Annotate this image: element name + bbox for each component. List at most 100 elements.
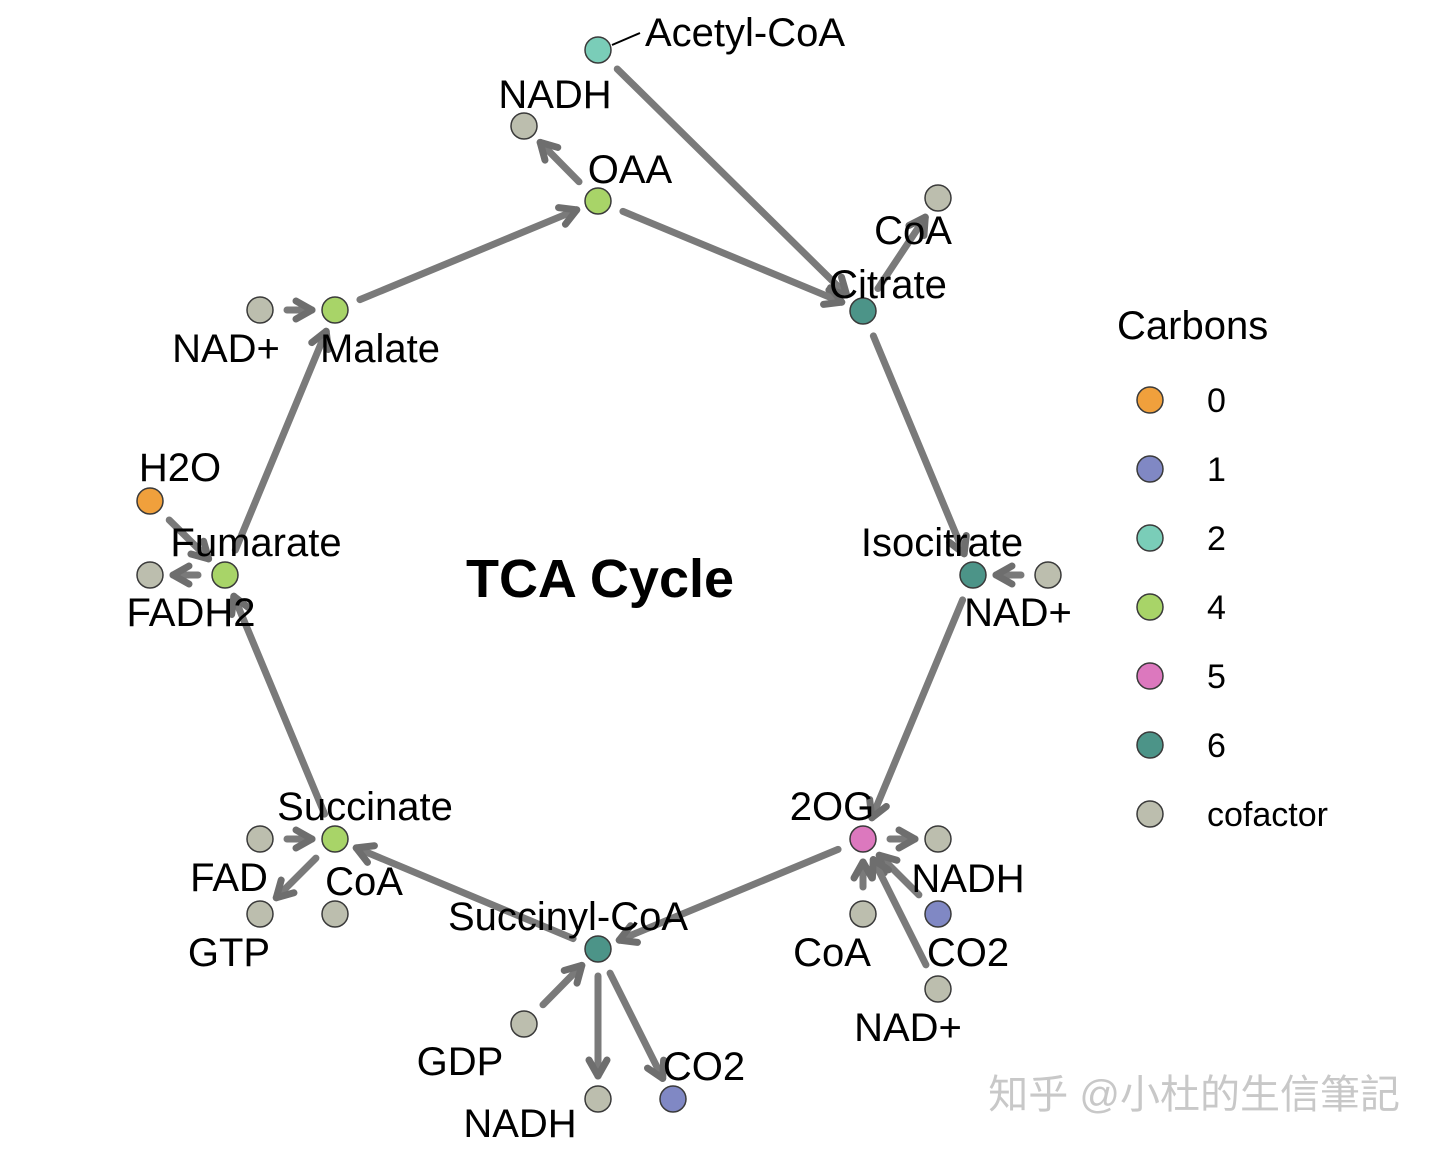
node-succinate [321, 825, 349, 853]
edge-fumarate-to-fadh2 [169, 562, 202, 588]
edge-fad-to-succinate [283, 826, 316, 852]
node-gtp [246, 900, 274, 928]
node-label-oaa: OAA [588, 148, 673, 192]
legend-title: Carbons [1117, 304, 1268, 348]
edge-succinate-to-gtp [272, 854, 320, 902]
arrowhead [585, 1056, 611, 1080]
node-nadh-top [510, 112, 538, 140]
arrowhead [560, 961, 586, 987]
node-label-co2-2og: CO2 [927, 931, 1009, 975]
edge-succinyl-coa-to-succinate [352, 842, 577, 943]
watermark: 知乎 @小杜的生信筆記 [988, 1073, 1400, 1117]
node-label-acetyl-coa: Acetyl-CoA [645, 11, 845, 55]
edge-oaa-to-citrate [619, 207, 846, 308]
node-nad-2og [924, 975, 952, 1003]
arrowhead [868, 856, 892, 882]
edge-line [231, 327, 330, 554]
edge-citrate-to-coa-citrate [874, 213, 929, 293]
legend-key-cofactor [1136, 800, 1164, 828]
legend-label-4: 4 [1207, 589, 1226, 627]
node-coa-citrate [924, 184, 952, 212]
edge-line [869, 332, 968, 558]
edge-line [539, 961, 586, 1009]
arrowhead [169, 562, 193, 588]
node-label-nad-isocitrate: NAD+ [964, 591, 1072, 635]
edge-line [352, 844, 577, 943]
edge-line [536, 138, 583, 186]
legend-key-2 [1136, 524, 1164, 552]
legend-label-cofactor: cofactor [1207, 796, 1328, 834]
edge-2og-to-nadh-2og [886, 826, 919, 852]
diagram-title: TCA Cycle [466, 549, 734, 609]
legend-label-6: 6 [1207, 727, 1226, 765]
node-nad-malate [246, 296, 274, 324]
node-succinyl-coa [584, 935, 612, 963]
node-2og [849, 825, 877, 853]
node-co2-bottom [659, 1085, 687, 1113]
arrowhead [615, 922, 641, 946]
node-nadh-2og [924, 825, 952, 853]
acetyl-coa-leader-line [611, 32, 641, 46]
node-label-h2o: H2O [139, 446, 221, 490]
legend-key-6 [1136, 731, 1164, 759]
node-isocitrate [959, 561, 987, 589]
edge-nad-isocitrate-to-isocitrate [992, 562, 1025, 588]
arrowhead [272, 876, 298, 902]
edge-line [613, 65, 851, 299]
arrowhead [536, 138, 562, 164]
edge-coa-2og-to-2og [850, 858, 876, 891]
legend-label-1: 1 [1207, 451, 1226, 489]
node-fad [246, 825, 274, 853]
edge-oaa-to-nadh-top [536, 138, 583, 186]
legend-key-5 [1136, 662, 1164, 690]
node-coa-2og [849, 900, 877, 928]
arrowhead [308, 327, 332, 353]
arrowhead [292, 826, 316, 852]
edges-layer [165, 65, 1025, 1082]
arrowhead [946, 532, 970, 558]
arrowhead [352, 842, 378, 866]
edge-malate-to-oaa [356, 204, 581, 304]
node-label-coa-succinate: CoA [325, 860, 403, 904]
node-label-malate: Malate [320, 327, 440, 371]
node-label-nadh-bottom: NADH [463, 1102, 576, 1146]
arrowhead [820, 284, 846, 308]
arrowhead [644, 1056, 668, 1082]
node-nad-isocitrate [1034, 561, 1062, 589]
node-label-nadh-2og: NADH [911, 857, 1024, 901]
edge-line [874, 213, 929, 293]
edge-line [356, 206, 581, 304]
node-label-succinate: Succinate [277, 785, 453, 829]
arrowhead [895, 826, 919, 852]
node-co2-2og [924, 900, 952, 928]
node-label-nad-malate: NAD+ [172, 327, 280, 371]
legend-key-4 [1136, 593, 1164, 621]
node-h2o [136, 487, 164, 515]
node-label-gdp: GDP [417, 1040, 504, 1084]
node-label-fadh2: FADH2 [127, 591, 256, 635]
legend-label-5: 5 [1207, 658, 1226, 696]
edge-line [868, 596, 967, 822]
edge-gdp-to-succinyl-coa [539, 961, 586, 1009]
node-oaa [584, 187, 612, 215]
edge-line [875, 851, 923, 899]
edge-fumarate-to-malate [231, 327, 332, 554]
node-citrate [849, 297, 877, 325]
node-label-succinyl-coa: Succinyl-CoA [448, 895, 688, 939]
edge-line [272, 854, 320, 902]
edge-line [619, 207, 846, 306]
edge-line [230, 592, 329, 818]
legend-key-0 [1136, 386, 1164, 414]
node-coa-succinate [321, 900, 349, 928]
arrowhead [866, 796, 890, 822]
node-label-fad: FAD [190, 856, 268, 900]
edge-line [606, 969, 667, 1082]
edge-nad-malate-to-malate [283, 297, 316, 323]
edge-nad-2og-to-2og [868, 856, 930, 969]
arrowhead [850, 858, 876, 882]
legend-label-0: 0 [1207, 382, 1226, 420]
edge-h2o-to-fumarate [165, 516, 213, 563]
node-label-coa-citrate: CoA [874, 209, 952, 253]
arrowhead [905, 213, 929, 239]
